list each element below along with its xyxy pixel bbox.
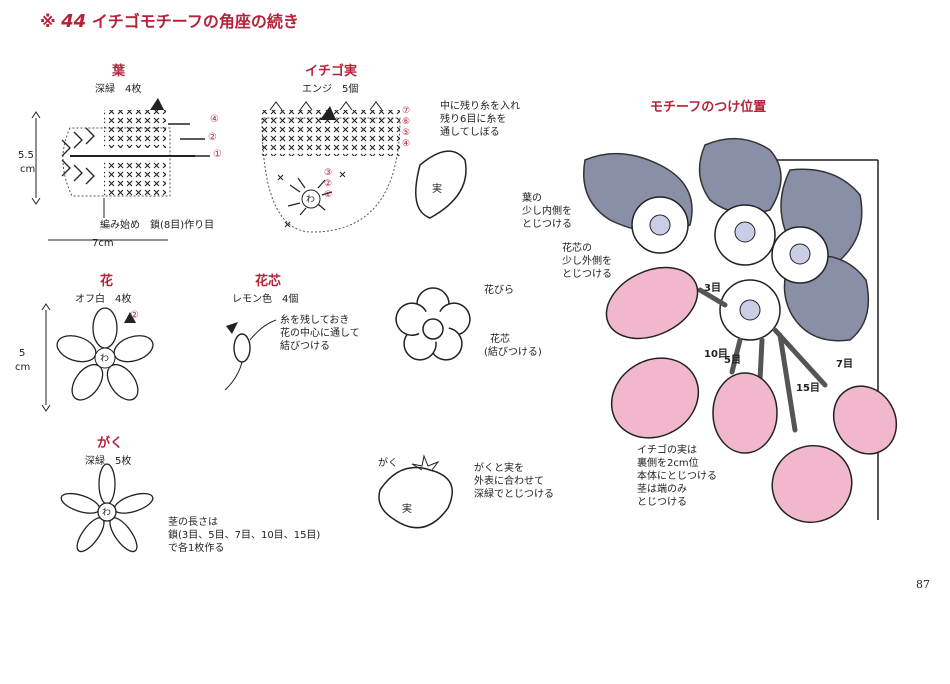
flower-chart: [41, 303, 154, 412]
leaf-height: 5.5: [18, 150, 34, 161]
flower-height: 5: [19, 348, 26, 359]
title-number: 44: [61, 11, 87, 32]
center-heading: 花芯: [255, 274, 282, 289]
fruit-label: 実: [432, 184, 442, 195]
center-note: 糸を残しておき 花の中心に通して 結びつける: [280, 315, 360, 352]
strawberry-chart: [261, 101, 401, 233]
leaf-start-note: 編み始め 鎖(8目)作り目: [100, 220, 215, 231]
calyx-fruit-label: 実: [402, 504, 412, 515]
petal-label: 花びら: [484, 285, 514, 296]
page-number: 87: [916, 578, 930, 591]
stem-15: 15目: [796, 383, 820, 394]
calyx-fruit-sketch: [378, 454, 453, 529]
stem-3: 3目: [704, 283, 721, 294]
calyx-assembly-note: がくと実を 外表に合わせて 深緑でとじつける: [474, 463, 554, 500]
calyx-spec: 深緑 5枚: [85, 456, 132, 467]
strawberry-heading: イチゴ実: [305, 64, 358, 79]
leaf-row-mark-2: ②: [208, 132, 217, 143]
flower-spec: オフ白 4枚: [75, 294, 132, 305]
strawberry-note: 中に残り糸を入れ 残り6目に糸を 通してしぼる: [440, 101, 520, 138]
calyx-heading: がく: [97, 436, 124, 451]
title-mark: ※: [40, 12, 56, 31]
fruit-placement-note: イチゴの実は 裏側を2cm位 本体にとじつける 茎は端のみ とじつける: [637, 445, 717, 508]
title-text: イチゴモチーフの角座の続き: [91, 12, 299, 31]
fruit-outline: [415, 150, 467, 219]
leaf-chart: [31, 98, 210, 241]
calyx-label: がく: [378, 458, 398, 469]
strawberry-ring: わ: [306, 195, 316, 205]
placement-illustration: [583, 137, 898, 523]
strawberry-rows-bottom: ③ ② ①: [324, 168, 333, 200]
calyx-chart: [60, 463, 154, 553]
leaf-row-mark-4: ④: [210, 114, 219, 125]
flower-heading: 花: [100, 274, 114, 289]
flower-sketch: [395, 287, 471, 361]
center-attach-note: (結びつける): [484, 347, 542, 358]
center-spec: レモン色 4個: [232, 294, 299, 305]
leaf-placement-note: 葉の 少し内側を とじつける: [522, 193, 572, 230]
flower-ring: わ: [100, 354, 110, 364]
stem-10: 10目: [704, 349, 728, 360]
calyx-ring: わ: [102, 508, 112, 518]
stem-5: 5目: [724, 355, 741, 366]
leaf-spec: 深緑 4枚: [95, 84, 142, 95]
leaf-heading: 葉: [112, 64, 126, 79]
page-title: ※ 44 イチゴモチーフの角座の続き: [40, 8, 299, 32]
calyx-note: 茎の長さは 鎖(3目、5目、7目、10目、15目) で各1枚作る: [168, 517, 321, 554]
center-placement-note: 花芯の 少し外側を とじつける: [562, 243, 612, 280]
flower-row-mark: ②: [130, 310, 139, 321]
strawberry-spec: エンジ 5個: [302, 84, 359, 95]
flower-height-unit: cm: [15, 362, 31, 373]
center-chart: [224, 319, 277, 391]
leaf-height-unit: cm: [20, 164, 36, 175]
stem-7: 7目: [836, 359, 853, 370]
center-label: 花芯: [490, 334, 510, 345]
leaf-row-mark-1: ①: [213, 149, 222, 160]
placement-heading: モチーフのつけ位置: [650, 100, 767, 115]
leaf-width: 7cm: [92, 238, 114, 249]
strawberry-rows-top: ⑦ ⑥ ⑤ ④: [402, 106, 411, 149]
